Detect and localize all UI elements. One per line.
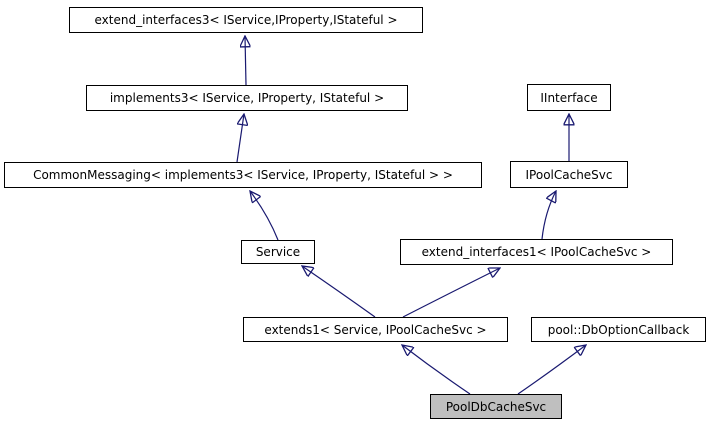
arrow-pooldbcachesvc-to-extends1 <box>402 345 471 395</box>
arrow-service-to-commonmessaging <box>250 191 279 241</box>
node-ipoolcachesvc[interactable]: IPoolCacheSvc <box>510 161 628 188</box>
node-pool-dboptioncallback[interactable]: pool::DbOptionCallback <box>531 317 706 342</box>
arrow-pooldbcachesvc-to-dboptioncallback <box>517 345 586 395</box>
node-iinterface[interactable]: IInterface <box>527 84 611 111</box>
arrow-commonmessaging-to-implements3 <box>236 114 244 163</box>
arrow-extends1-to-extend-interfaces1 <box>402 268 500 318</box>
node-pooldbcachesvc-selected: PoolDbCacheSvc <box>430 394 562 419</box>
node-extends1[interactable]: extends1< Service, IPoolCacheSvc > <box>243 317 508 342</box>
node-common-messaging[interactable]: CommonMessaging< implements3< IService, … <box>4 162 482 188</box>
node-service[interactable]: Service <box>241 240 315 264</box>
arrow-extend-interfaces1-to-ipoolcachesvc <box>541 191 556 240</box>
node-extend-interfaces3[interactable]: extend_interfaces3< IService,IProperty,I… <box>69 7 423 33</box>
arrow-implements3-to-extend-interfaces3 <box>245 36 246 86</box>
node-extend-interfaces1[interactable]: extend_interfaces1< IPoolCacheSvc > <box>400 239 673 265</box>
node-implements3[interactable]: implements3< IService, IProperty, IState… <box>86 85 408 111</box>
arrow-extends1-to-service <box>302 266 376 318</box>
